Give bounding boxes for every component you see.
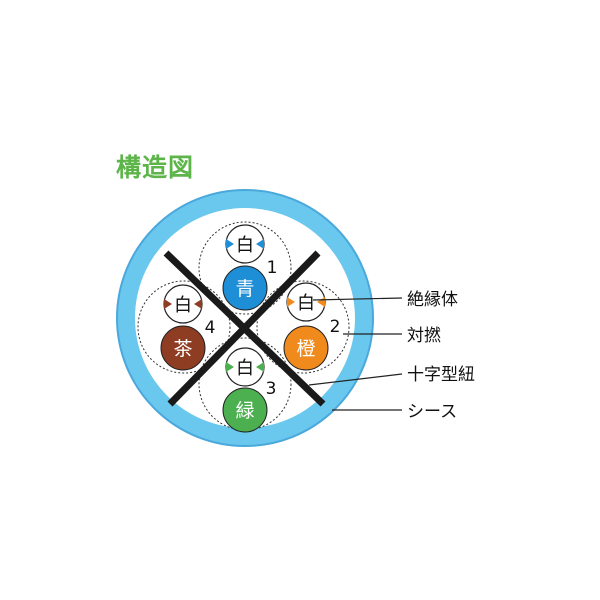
pair-4-color-label: 茶 [173,338,192,360]
pair-4-boundary [137,280,231,374]
pair-4: 白 茶 4 [160,284,216,371]
pair-2-left-stripe-marker [287,297,295,307]
pair-1-right-stripe-marker [256,239,264,249]
callout-cross-filler-label: 十字型紐 [407,365,475,385]
cross-filler-leader-line [308,373,403,386]
pair-3: 白 緑 3 [222,347,277,433]
pair-4-right-stripe-marker [194,299,202,309]
pair-3-right-stripe-marker [256,362,264,372]
pair-1-boundary [198,221,292,315]
pair-1: 白 青 1 [222,224,278,311]
insulation-leader-line [312,297,403,301]
diagram-title: 構造図 [116,153,195,182]
callout-sheath-label: シース [407,402,457,422]
cable-core [135,208,355,428]
pair-2: 白 橙 2 [283,282,341,371]
pair-3-white-label: 白 [236,358,254,379]
pair-1-white-label: 白 [236,235,254,256]
pair-2-color-label: 橙 [296,338,315,360]
callout-twisted-pair-label: 対撚 [407,326,441,346]
pair-4-left-stripe-marker [164,299,172,309]
pair-1-color-conductor [222,265,268,311]
pair-4-color-conductor [160,325,206,371]
pair-2-color-conductor [283,325,329,371]
cross-filler-bar-b [167,250,321,407]
pair-2-white-label: 白 [297,293,315,314]
callout-insulation-label: 絶縁体 [407,290,458,310]
pair-3-number: 3 [266,379,277,399]
pair-2-boundary [256,280,350,374]
pair-1-left-stripe-marker [226,239,234,249]
pair-4-number: 4 [205,318,216,338]
pair-3-color-label: 緑 [235,400,254,422]
pair-1-color-label: 青 [235,278,254,300]
pair-1-number: 1 [267,258,278,278]
pair-2-number: 2 [330,317,341,337]
pair-3-left-stripe-marker [226,362,234,372]
pair-3-color-conductor [222,387,268,433]
pair-4-white-label: 白 [174,295,192,316]
